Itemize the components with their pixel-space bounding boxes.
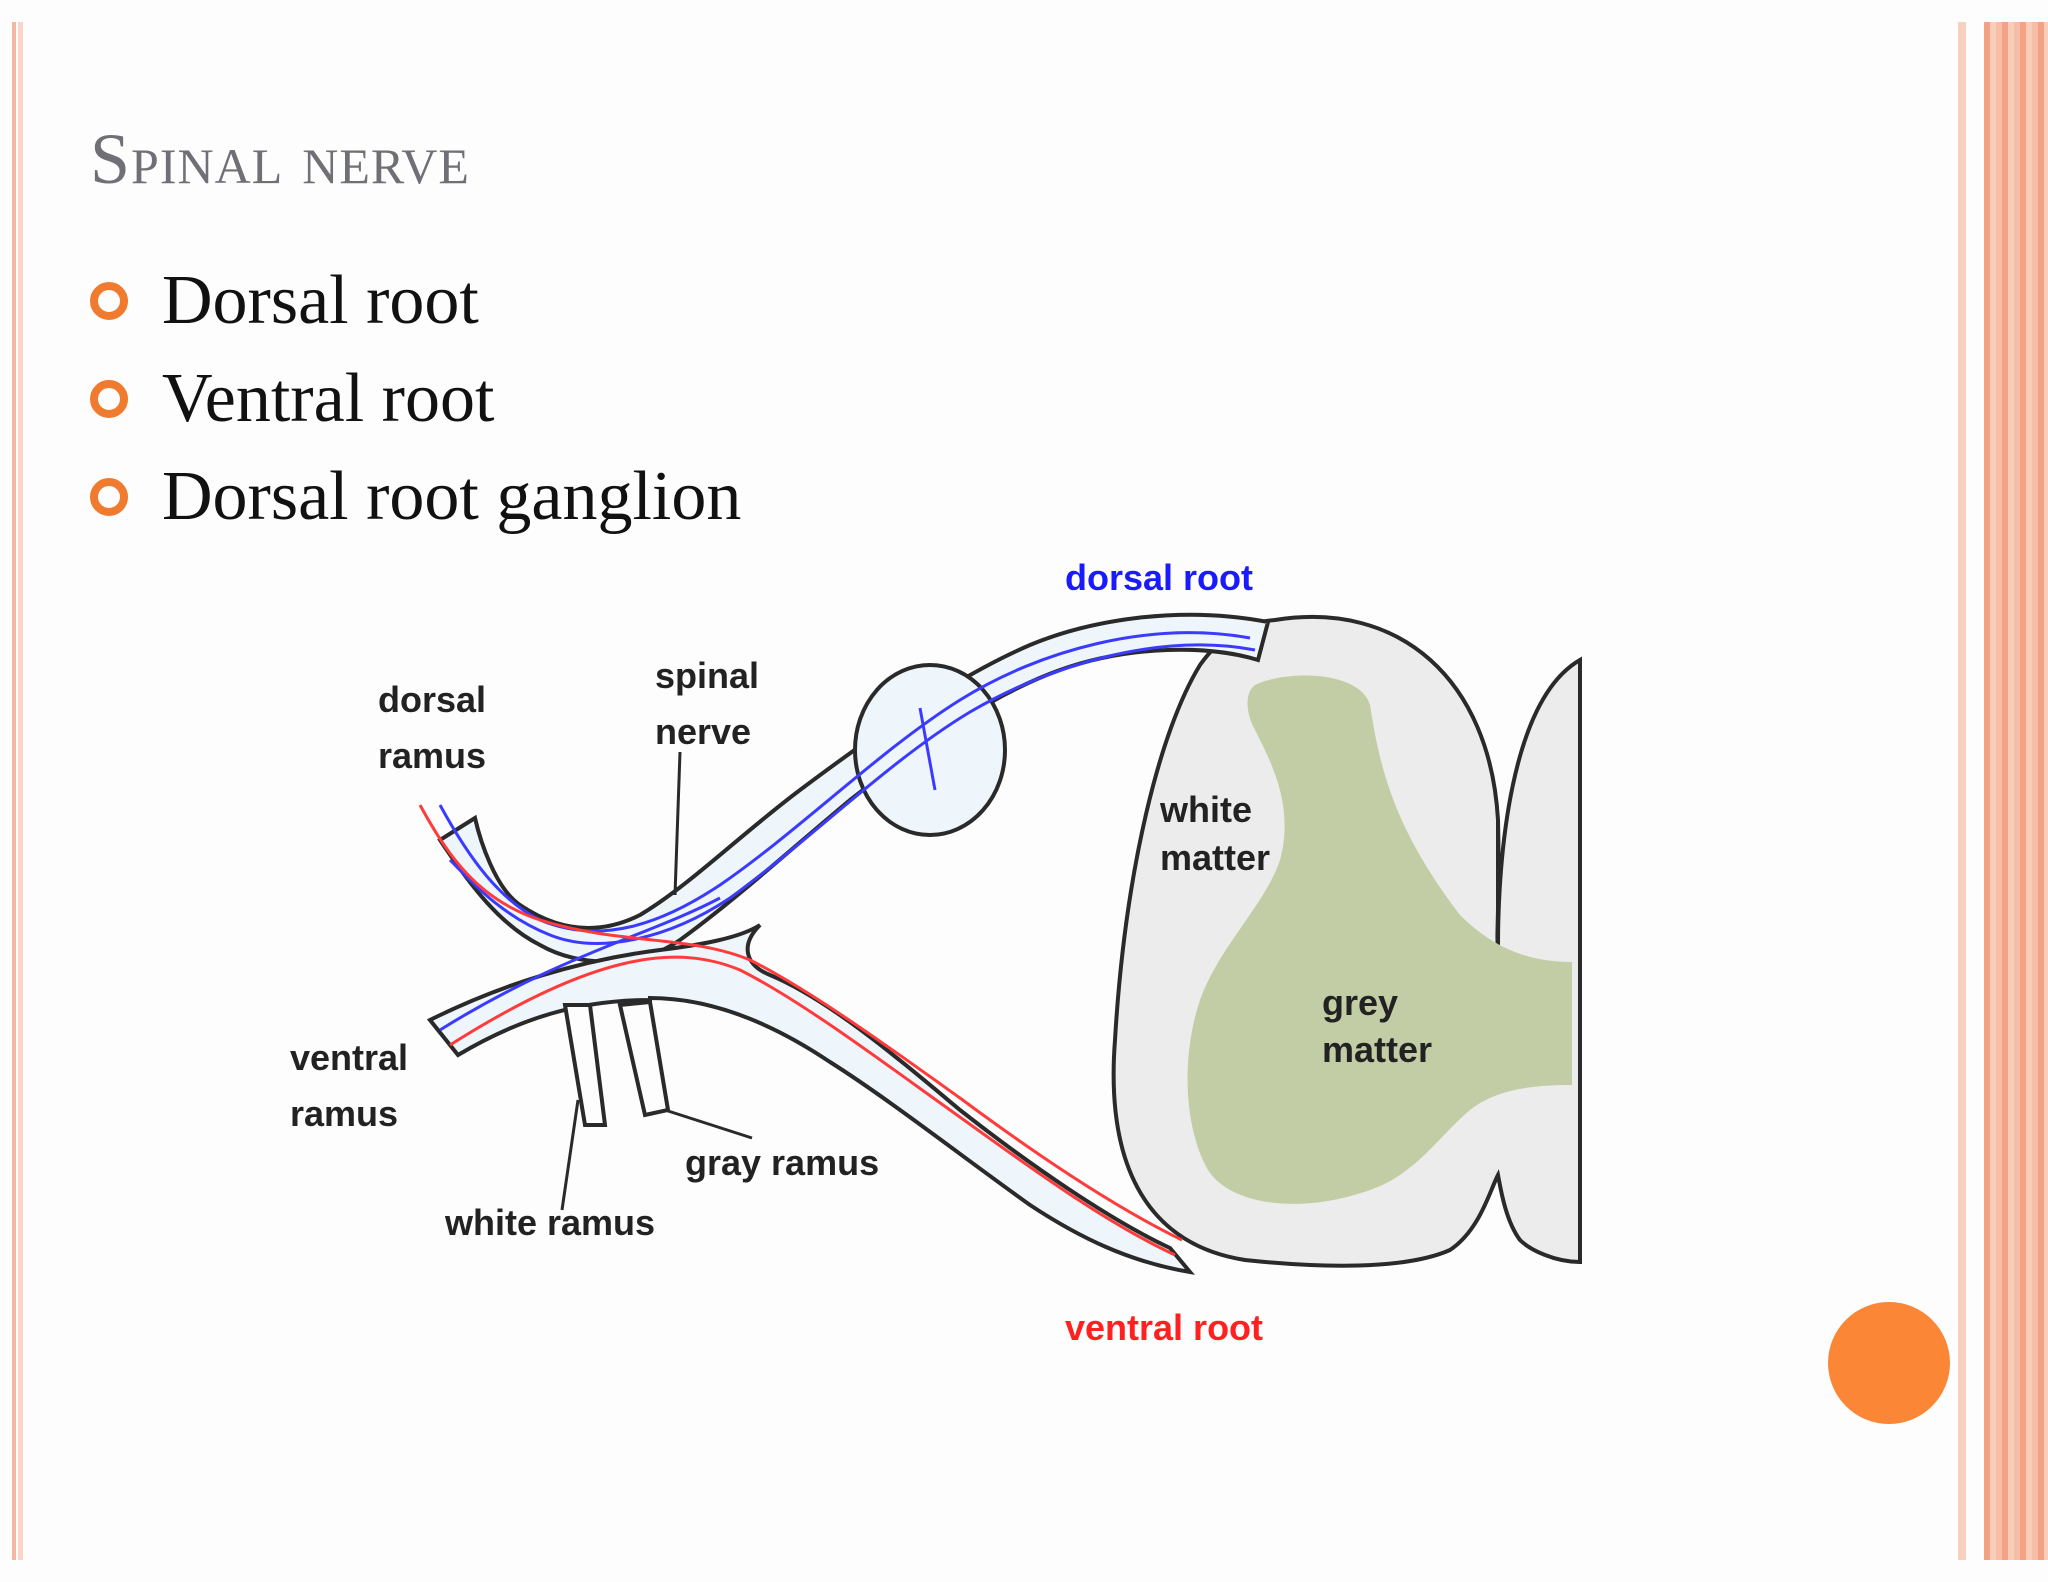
gray-ramus-branch (617, 999, 671, 1118)
label-dorsal-ramus-line2: ramus (378, 735, 486, 776)
white-ramus-branch (562, 1003, 608, 1127)
label-white-ramus: white ramus (444, 1202, 655, 1243)
motor-fiber-a (449, 955, 1176, 1257)
sensory-fiber-b (448, 643, 1256, 945)
label-spinal-nerve-line1: spinal (655, 655, 759, 696)
bullet-text: Dorsal root (162, 262, 479, 339)
label-grey-matter-line2: matter (1322, 1029, 1432, 1070)
label-grey-matter-line1: grey (1322, 982, 1398, 1023)
label-dorsal-root: dorsal root (1065, 557, 1253, 598)
label-ventral-ramus-line2: ramus (290, 1093, 398, 1134)
slide-title: Spinal nerve (90, 119, 470, 199)
bullet-list: Dorsal root Ventral root Dorsal root gan… (90, 252, 741, 546)
ventral-root-nerve (426, 923, 1195, 1275)
dorsal-root-ganglion (853, 663, 1007, 837)
grey-matter (1187, 675, 1572, 1204)
right-border-stripe-thin (1958, 22, 1966, 1560)
label-dorsal-ramus-line1: dorsal (378, 679, 486, 720)
white-ramus-leader (560, 1099, 580, 1211)
label-white-matter-line2: matter (1160, 837, 1270, 878)
label-ventral-root: ventral root (1065, 1307, 1263, 1348)
sensory-fiber-ventral (439, 896, 721, 1032)
bullet-text: Ventral root (162, 360, 495, 437)
bullet-circle-icon (90, 478, 128, 516)
bullet-circle-icon (90, 380, 128, 418)
label-spinal-nerve-line2: nerve (655, 711, 751, 752)
left-border-stripe (12, 22, 16, 1560)
right-border-stripe-band (1984, 22, 2048, 1560)
spinal-nerve-leader (673, 751, 682, 896)
label-gray-ramus: gray ramus (685, 1142, 879, 1183)
bullet-item-dorsal-root: Dorsal root (90, 252, 741, 350)
sensory-fiber-a (438, 631, 1251, 933)
decorative-orange-dot (1828, 1302, 1950, 1424)
left-border-stripe-light (18, 22, 23, 1560)
bullet-circle-icon (90, 282, 128, 320)
bullet-item-dorsal-root-ganglion: Dorsal root ganglion (90, 448, 741, 546)
bullet-text: Dorsal root ganglion (162, 458, 742, 535)
gray-ramus-leader (664, 1108, 753, 1140)
bullet-item-ventral-root: Ventral root (90, 350, 741, 448)
label-white-matter-line1: white (1159, 789, 1252, 830)
label-ventral-ramus-line1: ventral (290, 1037, 408, 1078)
motor-fiber-b (418, 804, 1183, 1242)
ganglion-mark (918, 707, 937, 791)
